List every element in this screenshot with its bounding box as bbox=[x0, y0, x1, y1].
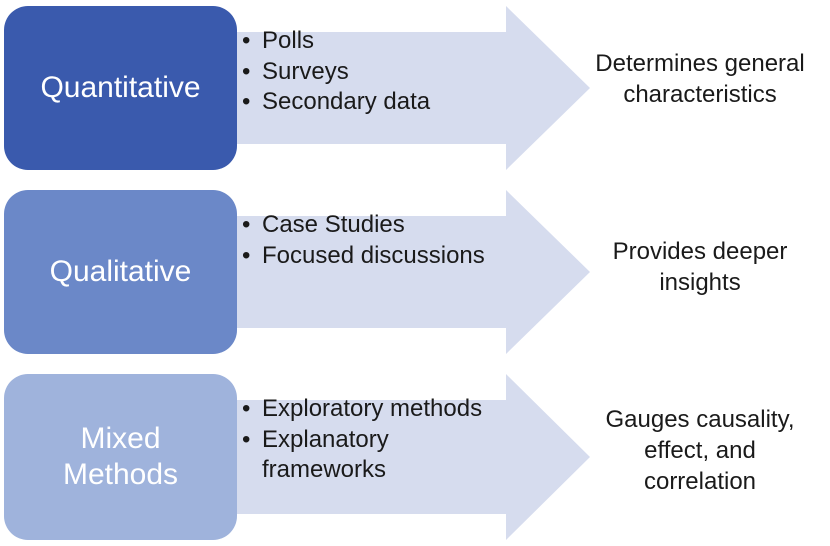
bullet-list: Exploratory methods Explanatory framework… bbox=[240, 394, 482, 486]
outcome-line: correlation bbox=[643, 468, 757, 496]
row-qualitative: Qualitative Case Studies Focused discuss… bbox=[0, 190, 830, 354]
category-box-mixed-methods: Mixed Methods bbox=[4, 374, 237, 540]
outcome-line: Gauges causality, bbox=[605, 406, 795, 433]
outcome-line: Determines general bbox=[595, 50, 805, 77]
outcome-line: insights bbox=[659, 269, 741, 297]
category-label: Qualitative bbox=[49, 255, 192, 288]
category-label: Methods bbox=[62, 458, 179, 491]
list-item-line: frameworks bbox=[262, 456, 387, 484]
bullet-list: Polls Surveys Secondary data bbox=[240, 26, 430, 118]
row-quantitative: Quantitative Polls Surveys Secondary dat… bbox=[0, 6, 830, 170]
outcome-line: characteristics bbox=[623, 81, 777, 109]
outcome-line: effect, and bbox=[644, 437, 756, 465]
list-item: Case Studies bbox=[240, 210, 485, 241]
list-item-line: Explanatory bbox=[262, 425, 389, 453]
list-item: Exploratory methods bbox=[240, 394, 482, 425]
list-item: Surveys bbox=[240, 57, 430, 88]
category-label: Quantitative bbox=[40, 71, 201, 104]
list-item: Secondary data bbox=[240, 87, 430, 118]
list-item: Explanatory frameworks bbox=[240, 425, 482, 486]
outcome-text: Determines general characteristics bbox=[575, 48, 825, 110]
list-item: Focused discussions bbox=[240, 241, 485, 272]
category-label: Mixed bbox=[80, 422, 161, 455]
outcome-text: Gauges causality, effect, and correlatio… bbox=[575, 404, 825, 498]
list-item: Polls bbox=[240, 26, 430, 57]
category-box-quantitative: Quantitative bbox=[4, 6, 237, 170]
category-box-qualitative: Qualitative bbox=[4, 190, 237, 354]
row-mixed-methods: Mixed Methods Exploratory methods Explan… bbox=[0, 374, 830, 540]
bullet-list: Case Studies Focused discussions bbox=[240, 210, 485, 271]
outcome-line: Provides deeper bbox=[612, 238, 788, 265]
outcome-text: Provides deeper insights bbox=[575, 236, 825, 298]
